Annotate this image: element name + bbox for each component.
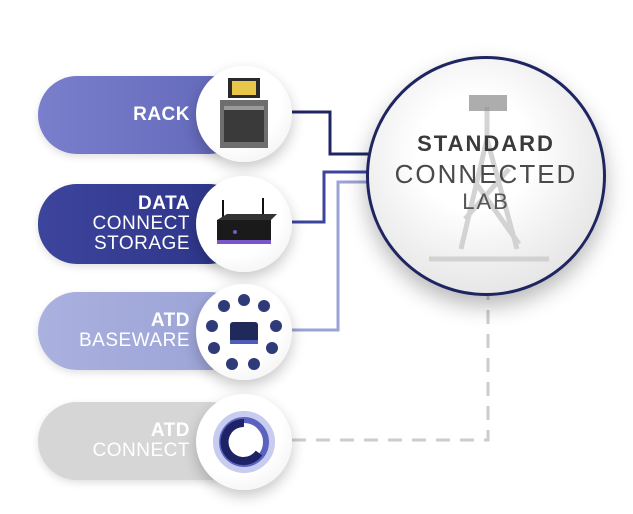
baseware-connector (292, 180, 372, 332)
atd-connect-connector (292, 282, 490, 442)
standard-connected-lab-circle: STANDARD CONNECTED LAB (366, 56, 606, 296)
atd-connect-label-line2: CONNECT (92, 440, 190, 461)
center-title-line2: CONNECTED (394, 159, 578, 189)
rack-connector (292, 110, 372, 156)
storage-label-line2: CONNECT (92, 213, 190, 234)
storage-box-icon[interactable] (196, 176, 292, 272)
center-title-line1: STANDARD (417, 131, 555, 156)
rack-label: RACK (133, 104, 190, 125)
storage-label-line3: STORAGE (93, 233, 190, 254)
storage-connector (292, 170, 372, 224)
lab-stand-illustration (429, 95, 549, 262)
baseware-label-line1: ATD (150, 310, 190, 331)
baseware-hub-icon[interactable] (196, 284, 292, 380)
baseware-label-line2: BASEWARE (79, 330, 190, 351)
storage-label-line1: DATA (138, 193, 190, 214)
rack-instrument-icon[interactable] (196, 66, 292, 162)
center-title-line3: LAB (462, 189, 510, 214)
atd-connect-label-line1: ATD (150, 420, 190, 441)
atd-connect-logo-icon[interactable] (196, 394, 292, 490)
